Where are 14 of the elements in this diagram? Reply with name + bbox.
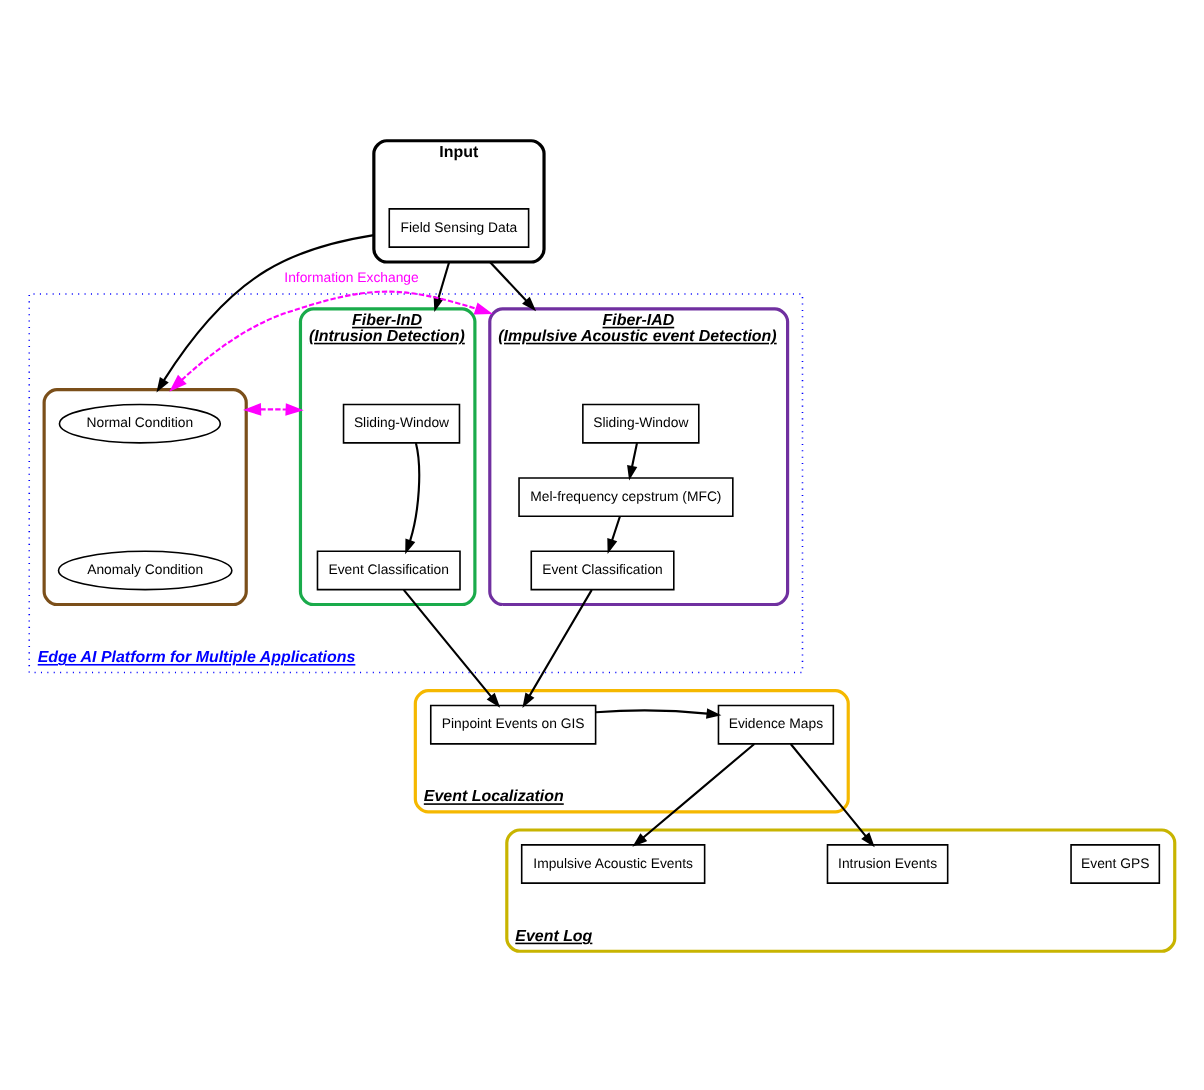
- arrow: [522, 588, 593, 707]
- arrow: [156, 233, 375, 392]
- arrow: [402, 588, 501, 707]
- arrow: [405, 441, 421, 554]
- cluster: [42, 387, 248, 606]
- arrow: [789, 742, 875, 847]
- arrow: [632, 742, 755, 846]
- arrow: [595, 707, 722, 718]
- arrow: [169, 289, 493, 391]
- arrow: [627, 441, 639, 480]
- arrow: [243, 402, 304, 415]
- arrow: [433, 260, 451, 311]
- arrow: [489, 260, 537, 311]
- arrow: [607, 515, 621, 553]
